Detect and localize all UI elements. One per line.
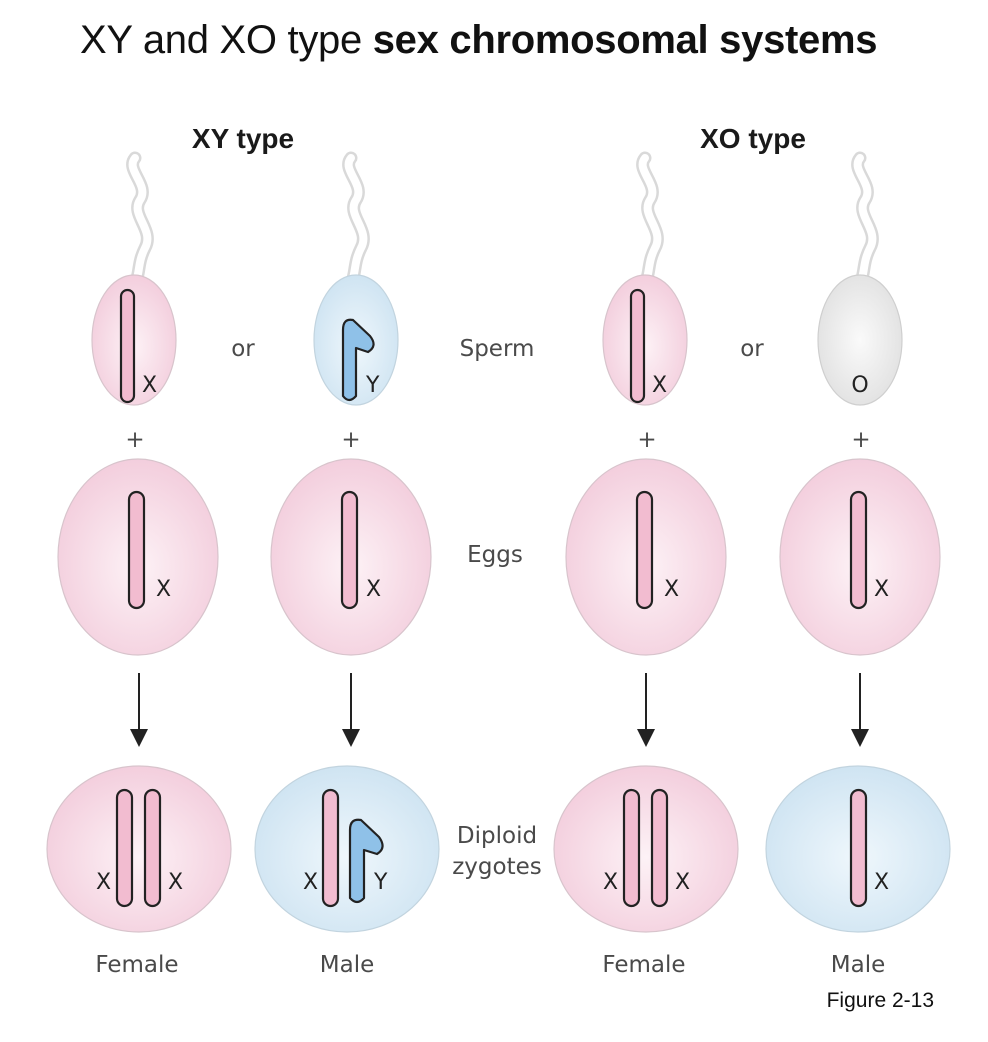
sperm-xy-y: Y <box>314 158 398 405</box>
o-label: O <box>851 373 868 398</box>
x-label: X <box>603 870 618 895</box>
x-label: X <box>156 577 171 602</box>
x-chromosome <box>129 492 144 608</box>
sperm-row-label: Sperm <box>460 336 535 362</box>
zygotes-label-line1: Diploid <box>457 823 537 849</box>
x-chromosome <box>637 492 652 608</box>
egg-1: X <box>58 459 218 655</box>
sperm-xo-x: X <box>603 158 687 405</box>
zygote-xy-male: X Y <box>255 766 439 932</box>
x-chromosome <box>342 492 357 608</box>
x-label: X <box>664 577 679 602</box>
x-label: X <box>142 373 157 398</box>
x-chromosome <box>121 290 134 402</box>
x-chromosome <box>631 290 644 402</box>
egg-2: X <box>271 459 431 655</box>
outcome-male: Male <box>320 952 374 978</box>
y-label: Y <box>365 373 380 398</box>
zygote-xo-male: X <box>766 766 950 932</box>
or-label-xy: or <box>231 336 255 362</box>
egg-3: X <box>566 459 726 655</box>
or-label-xo: or <box>740 336 764 362</box>
egg-4: X <box>780 459 940 655</box>
outcome-female: Female <box>95 952 178 978</box>
plus-sign: + <box>341 427 360 453</box>
sperm-xy-x: X <box>92 158 176 405</box>
x-chromosome <box>851 790 866 906</box>
zygote-xy-female: X X <box>47 766 231 932</box>
x-chromosome <box>323 790 338 906</box>
zygotes-label-line2: zygotes <box>452 854 542 880</box>
x-label: X <box>874 870 889 895</box>
plus-sign: + <box>125 427 144 453</box>
x-chromosome <box>145 790 160 906</box>
plus-sign: + <box>637 427 656 453</box>
x-label: X <box>675 870 690 895</box>
x-label: X <box>366 577 381 602</box>
x-chromosome <box>624 790 639 906</box>
x-chromosome <box>117 790 132 906</box>
eggs-row-label: Eggs <box>467 542 523 568</box>
x-label: X <box>874 577 889 602</box>
xy-type-heading: XY type <box>192 123 294 154</box>
x-label: X <box>96 870 111 895</box>
sperm-xo-o: O <box>818 158 902 405</box>
plus-sign: + <box>851 427 870 453</box>
x-label: X <box>652 373 667 398</box>
outcome-female: Female <box>602 952 685 978</box>
outcome-male: Male <box>831 952 885 978</box>
xo-type-heading: XO type <box>700 123 806 154</box>
x-chromosome <box>851 492 866 608</box>
y-label: Y <box>373 870 388 895</box>
x-chromosome <box>652 790 667 906</box>
figure-caption: Figure 2-13 <box>827 989 934 1012</box>
x-label: X <box>168 870 183 895</box>
zygote-xo-female: X X <box>554 766 738 932</box>
x-label: X <box>303 870 318 895</box>
